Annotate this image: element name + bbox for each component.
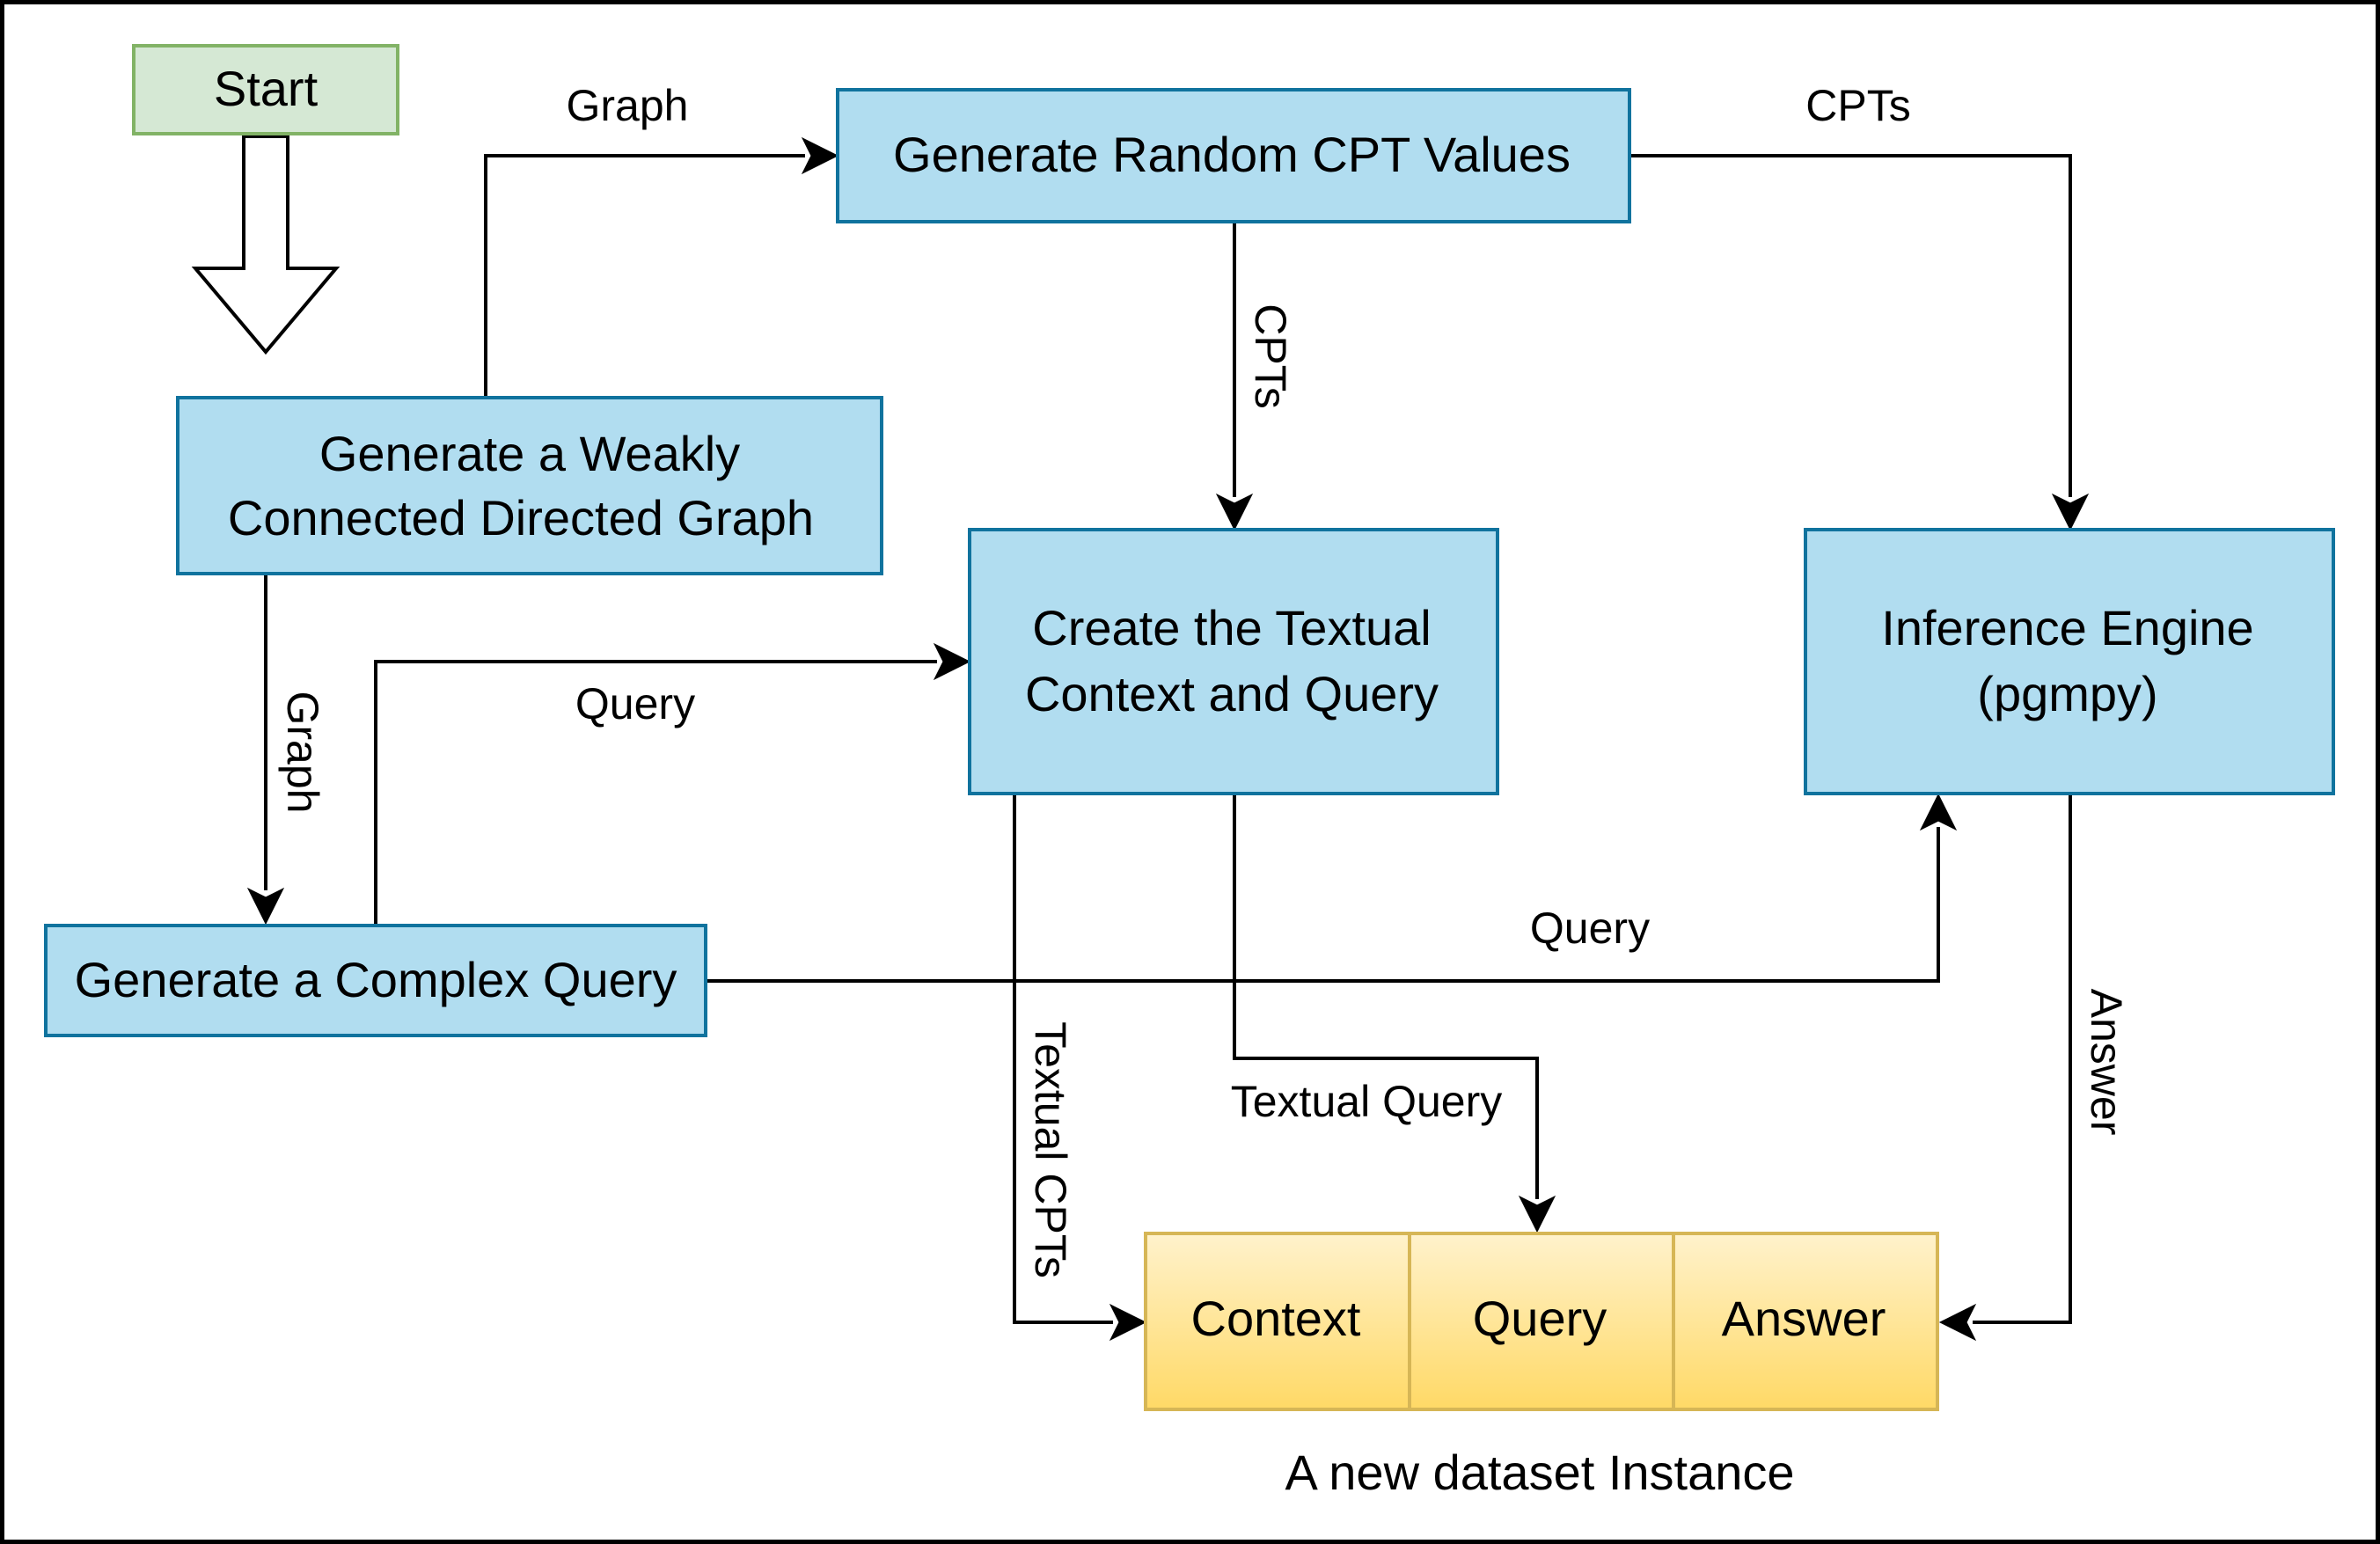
cpt-generation-label: Generate Random CPT Values — [893, 127, 1571, 182]
graph-generation-label-line2: Connected Directed Graph — [228, 490, 814, 545]
graph-generation-node: Generate a Weakly Connected Directed Gra… — [176, 396, 883, 575]
query-cell-label: Query — [1473, 1291, 1607, 1346]
arrowhead — [933, 642, 971, 681]
start-down-arrow — [191, 135, 341, 355]
arrowhead — [801, 136, 839, 175]
edge-textual-to-context: Textual CPTs — [1013, 794, 1147, 1342]
edge-label-graph-top: Graph — [567, 81, 689, 130]
edge-query-to-inference: Query — [707, 793, 1958, 983]
edge-cpt-to-textual: CPTs — [1215, 223, 1295, 531]
edge-inference-to-answer: Answer — [1938, 794, 2131, 1342]
arrowhead — [1215, 493, 1254, 531]
start-node: Start — [132, 44, 399, 135]
inference-engine-label-line2: (pgmpy) — [1977, 666, 2157, 721]
textual-context-label-line1: Create the Textual — [1032, 600, 1431, 655]
arrowhead — [1919, 793, 1958, 831]
textual-context-label-line2: Context and Query — [1025, 666, 1439, 721]
arrowhead — [246, 887, 285, 926]
arrowhead — [1518, 1195, 1556, 1233]
arrowhead — [2051, 493, 2090, 531]
textual-context-node: Create the Textual Context and Query — [968, 528, 1499, 795]
edge-cpt-to-inference: CPTs — [1630, 81, 2090, 531]
edge-label-graph-vertical: Graph — [278, 692, 327, 814]
inference-engine-node: Inference Engine (pgmpy) — [1804, 528, 2335, 795]
cpt-generation-node: Generate Random CPT Values — [836, 88, 1631, 223]
context-cell-label: Context — [1191, 1291, 1361, 1346]
edge-query-to-textual: Query — [374, 642, 971, 924]
query-generation-label: Generate a Complex Query — [75, 952, 677, 1007]
edge-label-textual-query: Textual Query — [1231, 1077, 1502, 1126]
edge-graph-to-query: Graph — [246, 574, 327, 926]
answer-cell-label: Answer — [1722, 1291, 1886, 1346]
context-cell: Context — [1144, 1232, 1411, 1411]
start-label: Start — [214, 61, 319, 116]
dataset-instance-caption: A new dataset Instance — [1285, 1445, 1794, 1500]
edge-label-cpts-right: CPTs — [1805, 81, 1910, 130]
query-cell: Query — [1408, 1232, 1675, 1411]
edge-label-textual-cpts: Textual CPTs — [1026, 1021, 1075, 1278]
dataset-instance: Context Query Answer A new dataset Insta… — [1144, 1232, 1939, 1500]
arrowhead — [1938, 1303, 1977, 1342]
edge-label-answer: Answer — [2082, 989, 2131, 1136]
edge-label-cpts-vertical: CPTs — [1246, 304, 1295, 408]
edge-textual-to-query: Textual Query — [1231, 794, 1556, 1233]
inference-engine-label-line1: Inference Engine — [1881, 600, 2253, 655]
edge-label-query-left: Query — [575, 679, 695, 728]
edge-label-query-right: Query — [1530, 904, 1650, 953]
arrowhead — [1109, 1303, 1147, 1342]
graph-generation-label-line1: Generate a Weakly — [319, 426, 740, 481]
query-generation-node: Generate a Complex Query — [44, 924, 707, 1037]
edge-graph-to-cpt: Graph — [484, 81, 839, 398]
answer-cell: Answer — [1672, 1232, 1939, 1411]
